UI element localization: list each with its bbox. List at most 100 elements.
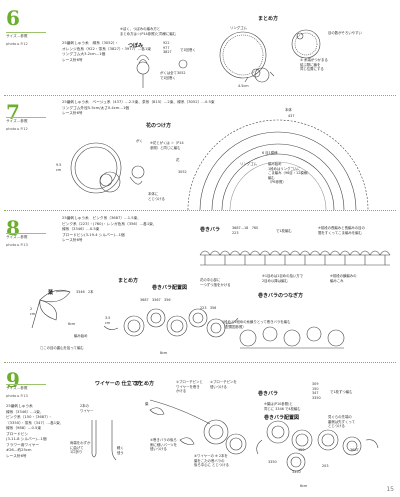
dim-bottom: 8cm [160, 351, 168, 355]
codes-mid: 223 356 [200, 306, 217, 310]
wire-heading: ワイヤーの 仕立て方 [95, 381, 142, 387]
rose-codes: 3687…18 760 223 [232, 226, 259, 235]
wreath-photo-diagram [70, 142, 145, 194]
codes-top: 3687 3367 356 [140, 298, 171, 302]
dim-length: 2 cm [30, 307, 36, 316]
rose-layout-diagram [103, 308, 239, 338]
rose-join-heading: 巻きバラのつなぎ方 [258, 293, 304, 299]
section-6: 6 サイズ…参照 photo ▸ P.12 25番刺しゅう糸 緑系（3052）・… [0, 0, 400, 96]
wire-count: 2本の ワイヤー [80, 404, 94, 413]
materials-text: 25番刺しゅう糸 ベージュ系（437）…2.5束、茶系（815）…2束、緑系（3… [62, 100, 215, 115]
section-number: 9 [6, 368, 20, 392]
rose-note: で1枚ずつ編む [330, 390, 353, 394]
rose-codes: 309 150 347 3350 [312, 382, 321, 400]
start-label: 編み始め [74, 334, 88, 338]
rose-note-b: ※1目めは1目めの拾い方で 2目め以降は編む [262, 274, 304, 283]
assembly-heading: まとめ方 [134, 381, 155, 387]
leaf-code: 3346 2本 [76, 290, 94, 294]
rose-join-diagram [239, 326, 345, 349]
tsubomi-heading: つぼみ [128, 43, 144, 49]
materials-text: 25番刺しゅう糸 緑系（3052）・ オレンジ色系（922・茶系（3827）・3… [62, 41, 151, 62]
dim-width: 6cm [68, 322, 76, 326]
outer-note: ③ 糸端がつかまる 結ぶ際に鎖を 同じ位置にする [300, 58, 328, 72]
layout-code: 3687 [350, 448, 359, 452]
dim-label: 9.5 cm [56, 163, 62, 172]
section-8: 8 サイズ…参照 photo ▸ P.13 25番刺しゅう糸 ピンク系（3687… [0, 212, 400, 362]
assembly-heading: まとめ方 [118, 278, 139, 284]
leaf-note: ※葉は(P10参照)と 同じに 3346 で4枚編む [264, 402, 301, 411]
side-note: 見ぐらの先端の 裏側は先ずくって とじつける [328, 415, 355, 429]
color-codes: 922 977 3827 [163, 41, 172, 55]
stitch-note: 目の数がそろいやすい [328, 31, 362, 35]
wire-diagram [91, 420, 117, 461]
size-label: サイズ…参照 [6, 32, 46, 39]
dim-label: 6cm [300, 484, 308, 488]
rose-strip-diagram [199, 250, 391, 266]
size-label: サイズ…参照 [6, 233, 46, 240]
section-divider [4, 95, 396, 96]
rose-note-a: ※前段の長編みと長編みの目の 間をすくってこま編みを編む [318, 226, 365, 235]
leaf-heading: 葉 [48, 290, 54, 296]
size-label: サイズ…参照 [6, 117, 46, 124]
brooch-assembly-diagram [149, 399, 247, 455]
bud-diagram [136, 54, 188, 88]
rose-layout-heading: 巻きバラ配置図 [152, 285, 188, 291]
layout-code: 3350 [292, 470, 301, 474]
flower-heading: 花のつけ方 [146, 123, 172, 129]
rose-note-d: ※前段の鎖編みの 編みこみ [330, 274, 357, 283]
note-text: ※ぼく、つぼみの編み方と まとめ方は☆(P14参照)と同様に編む [120, 27, 177, 36]
materials-text: 25番刺しゅう糸 緑系（3346）…1束、 ピンク系（150・（3687）・ （… [6, 404, 64, 458]
rose-note: で1枚編む [276, 229, 292, 233]
join-note: 1段めと2段めの糸鎖りとって巻きバラを編む （配置図参照） [222, 320, 291, 329]
dim-height: 3.5 cm [105, 316, 111, 325]
start-instruction: 編み始め 1段めはリングゴムに こま編み（96目・12模様） 編む （P6参照） [268, 162, 311, 185]
step-1: ①ブローチピンと ワイヤーを巻き かける [176, 380, 203, 394]
leaf-label: 葉 [145, 402, 149, 406]
layout-code: 3350 [268, 460, 277, 464]
materials-text: 25番刺しゅう糸 ピンク系（3687）…1.5束、 ピンク系（223）・(760… [62, 216, 157, 242]
photo-ref: photo ▸ P.12 [6, 42, 28, 46]
rose-heading: 巻きバラ [200, 227, 221, 233]
section-number: 8 [6, 216, 20, 240]
rose-note-c: 花の中心部に 一つずつ指をかける [200, 278, 231, 287]
size-label: サイズ…参照 [6, 384, 46, 391]
gaku-note: がくは全て3052 で1回巻く [160, 71, 186, 80]
step-3: ③巻きバラの後ろ 側に細いパーツを 縫いつける [150, 438, 178, 452]
row-label: 6 目1模様 [262, 151, 278, 155]
ring-label: リングゴム [240, 162, 257, 166]
dim-label: 4.5cm [238, 84, 249, 88]
leaf-diagram [31, 289, 71, 329]
rose-heading: 巻きバラ [258, 391, 279, 397]
step-4: ④ワイヤーの ※ 2本を 葉をこたの巻バラの 後ろ中心に とじつける [194, 454, 229, 468]
photo-ref: photo ▸ P.12 [6, 127, 28, 131]
ring-diagram [219, 29, 321, 83]
section-divider [4, 210, 396, 211]
section-number: 7 [6, 100, 20, 124]
body-label: 本体 [285, 108, 292, 112]
rose-layout-heading: 巻きバラ配置図 [264, 415, 300, 421]
section-7: 7 サイズ…参照 photo ▸ P.12 25番刺しゅう糸 ベージュ系（437… [0, 96, 400, 218]
back-note: □この目の裏山を拾って編む [40, 346, 84, 350]
step-2: ②ブローチピンを 縫いつける [210, 380, 237, 389]
section-9: 9 サイズ…参照 photo ▸ P.13 25番刺しゅう糸 緑系（3346）…… [0, 364, 400, 497]
gaku-label: がく [136, 139, 143, 143]
section-number: 6 [6, 6, 20, 30]
attach-note: 本体に とじつける [148, 192, 165, 201]
light-note: 軽く 縫う [117, 446, 124, 455]
note-text: ※花とがくは ☆（P14 参照）と同じに編む [150, 141, 184, 150]
rose-placement-diagram [256, 420, 379, 472]
body-code: 437 [288, 114, 295, 118]
section-divider [4, 362, 396, 363]
page-number: 15 [386, 486, 394, 493]
stem-code: 3052 [178, 170, 187, 174]
photo-ref: photo ▸ P.13 [6, 394, 28, 398]
flower-label: 花 [176, 158, 180, 162]
wire-note: 両端をわずか に曲げて 1口折り [70, 441, 91, 455]
wind-note: で1回巻く [180, 48, 196, 52]
assembly-heading: まとめ方 [258, 16, 279, 22]
lace-arch-diagram [187, 119, 369, 211]
photo-ref: photo ▸ P.13 [6, 243, 28, 247]
layout-code: 203 [322, 464, 329, 468]
ring-label: リングゴム [230, 26, 247, 30]
